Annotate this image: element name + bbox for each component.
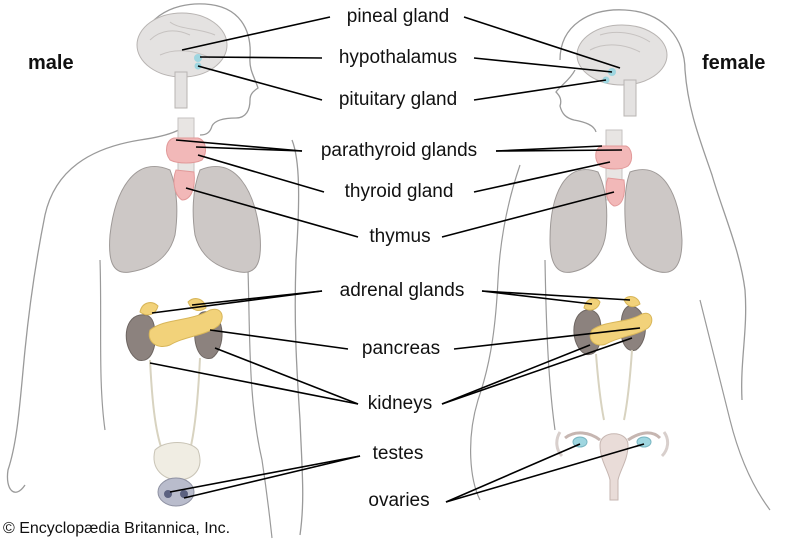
label-parathyroid-glands: parathyroid glands [320,140,478,161]
male-head-outline [139,3,259,136]
male-thyroid [166,137,206,164]
male-pancreas [148,308,223,347]
male-figure [6,3,304,539]
label-ovaries: ovaries [368,490,430,511]
male-lung-right [192,165,261,273]
female-body-outline [470,164,771,511]
female-face-outline [555,69,597,133]
female-ovary-left [572,436,588,448]
male-side-label: male [28,52,74,74]
female-figure [470,9,771,511]
label-kidneys: kidneys [367,393,433,414]
male-lung-left [109,165,178,273]
label-hypothalamus: hypothalamus [338,47,458,68]
female-uterus [599,433,629,501]
leader-lines [149,16,645,503]
male-arm-line [99,259,273,539]
female-lung-left [549,169,608,273]
female-pancreas [589,312,653,346]
male-hypothalamus [194,54,202,62]
copyright-credit: © Encyclopædia Britannica, Inc. [3,520,231,537]
female-adrenal-right [623,296,641,308]
female-side-label: female [702,52,766,74]
male-thymus [173,169,195,201]
male-kidney-left [125,314,156,361]
label-pancreas: pancreas [361,338,441,359]
label-pituitary-gland: pituitary gland [338,89,458,110]
label-adrenal-glands: adrenal glands [339,280,465,301]
female-adrenal-left [583,298,601,311]
label-thyroid-gland: thyroid gland [344,181,454,202]
label-pineal-gland: pineal gland [346,6,450,27]
female-hair-outline [559,9,747,401]
female-brain [576,24,668,86]
female-lung-right [624,169,683,273]
male-brain [136,12,228,78]
male-adrenal-left [139,302,159,316]
male-testes [157,477,195,507]
male-bladder [153,442,201,481]
label-thymus: thymus [369,226,431,247]
label-testes: testes [372,443,424,464]
female-thymus [605,177,625,207]
